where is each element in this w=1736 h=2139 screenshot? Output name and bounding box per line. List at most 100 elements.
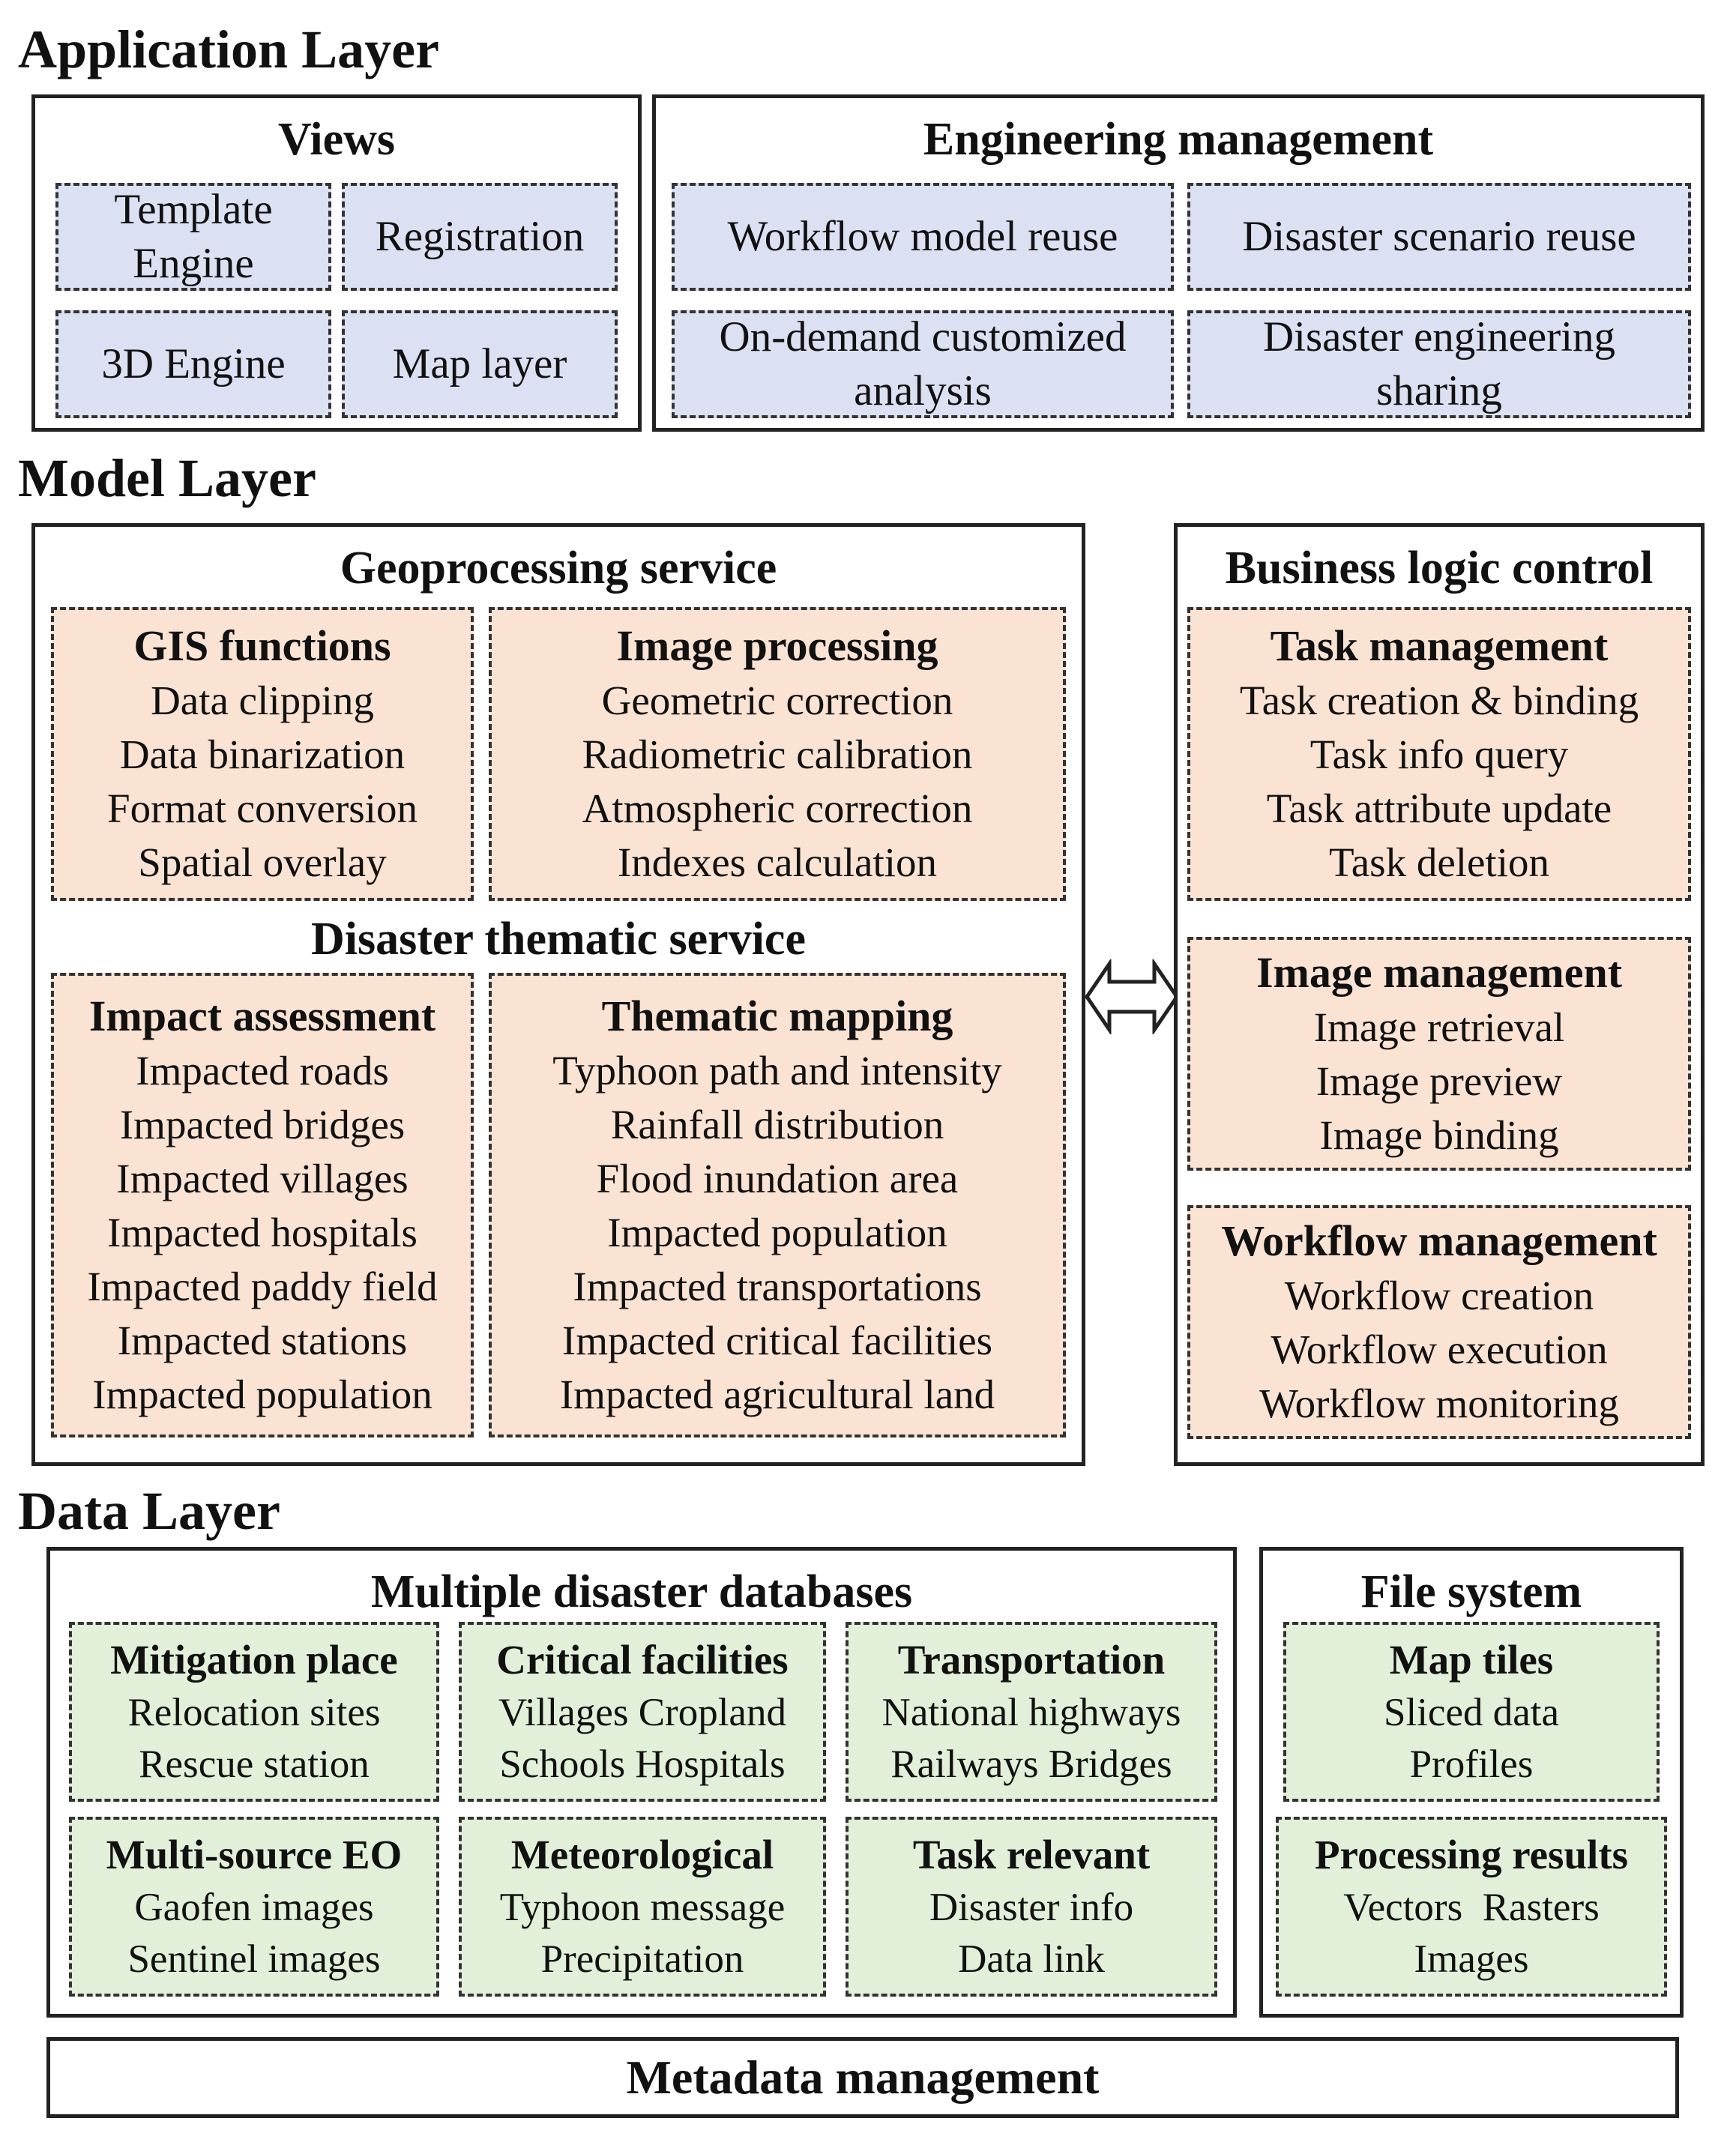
gis-functions-title: GIS functions	[133, 621, 391, 671]
mapping-item: Impacted population	[607, 1209, 947, 1255]
task-item: Task attribute update	[1266, 785, 1612, 831]
database-cell-item: Rescue station	[139, 1743, 370, 1787]
model-layer-title: Model Layer	[18, 448, 316, 508]
thematic-mapping-box: Thematic mapping Typhoon path and intens…	[489, 973, 1066, 1437]
image-processing-title: Image processing	[616, 621, 938, 671]
database-cell-task-relevant: Task relevant Disaster info Data link	[846, 1817, 1217, 1997]
database-cell-title: Meteorological	[510, 1831, 774, 1877]
impact-assessment-title: Impact assessment	[88, 992, 436, 1040]
impact-item: Impacted population	[92, 1371, 433, 1417]
database-cell-transportation: Transportation National highways Railway…	[846, 1622, 1217, 1802]
image-processing-item: Atmospheric correction	[582, 785, 973, 831]
views-item-registration: Registration	[342, 183, 618, 291]
impact-item: Impacted bridges	[119, 1101, 406, 1147]
task-item: Task creation & binding	[1239, 677, 1639, 723]
views-item-label: 3D Engine	[101, 340, 286, 387]
workflow-item: Workflow monitoring	[1259, 1380, 1619, 1426]
impact-item: Impacted paddy field	[87, 1263, 438, 1309]
views-item-label: Template Engine	[114, 185, 273, 287]
impact-item: Impacted villages	[116, 1155, 409, 1201]
mapping-item: Impacted agricultural land	[559, 1371, 995, 1417]
workflow-item: Workflow execution	[1271, 1326, 1608, 1372]
image-management-item: Image binding	[1319, 1111, 1559, 1158]
database-cell-item: National highways	[881, 1690, 1181, 1734]
file-system-title: File system	[1360, 1566, 1582, 1617]
database-cell-meteorological: Meteorological Typhoon message Precipita…	[459, 1817, 826, 1997]
workflow-item: Workflow creation	[1284, 1272, 1594, 1318]
map-tiles-item: Profiles	[1409, 1743, 1534, 1787]
database-cell-item: Railways Bridges	[890, 1743, 1172, 1787]
views-item-map-layer: Map layer	[342, 310, 618, 418]
database-cell-item: Gaofen images	[134, 1885, 374, 1929]
image-management-box: Image management Image retrieval Image p…	[1187, 937, 1691, 1171]
task-item: Task info query	[1309, 731, 1569, 777]
workflow-management-box: Workflow management Workflow creation Wo…	[1187, 1205, 1691, 1439]
database-cell-title: Multi-source EO	[106, 1831, 403, 1877]
databases-title: Multiple disaster databases	[370, 1566, 913, 1617]
database-cell-title: Task relevant	[912, 1831, 1151, 1877]
image-management-item: Image preview	[1315, 1058, 1563, 1104]
gis-item: Data binarization	[119, 731, 406, 777]
image-processing-box: Image processing Geometric correction Ra…	[489, 607, 1066, 901]
gis-item: Spatial overlay	[138, 839, 387, 885]
image-processing-item: Radiometric calibration	[582, 731, 973, 777]
database-cell-item: Schools Hospitals	[499, 1743, 786, 1787]
task-management-title: Task management	[1270, 621, 1609, 671]
views-item-3d-engine: 3D Engine	[55, 310, 331, 418]
processing-results-box: Processing results Vectors Rasters Image…	[1276, 1817, 1667, 1997]
engineering-item-label: Disaster scenario reuse	[1242, 212, 1636, 260]
database-cell-item: Typhoon message	[499, 1885, 786, 1929]
data-layer-title: Data Layer	[18, 1481, 280, 1541]
engineering-item-label: On-demand customized analysis	[719, 313, 1127, 414]
engineering-item-customized-analysis: On-demand customized analysis	[672, 310, 1174, 418]
database-cell-mitigation: Mitigation place Relocation sites Rescue…	[69, 1622, 439, 1802]
database-cell-item: Precipitation	[540, 1937, 744, 1982]
mapping-item: Flood inundation area	[596, 1155, 959, 1201]
database-cell-item: Sentinel images	[127, 1937, 381, 1982]
metadata-management-bar: Metadata management	[46, 2037, 1679, 2118]
database-cell-item: Disaster info	[929, 1885, 1134, 1929]
gis-functions-box: GIS functions Data clipping Data binariz…	[51, 607, 474, 901]
views-item-label: Registration	[375, 212, 585, 260]
engineering-item-engineering-sharing: Disaster engineering sharing	[1187, 310, 1691, 418]
processing-results-item: Images	[1414, 1937, 1529, 1982]
mapping-item: Rainfall distribution	[610, 1101, 944, 1147]
mapping-item: Impacted transportations	[573, 1263, 982, 1309]
mapping-item: Typhoon path and intensity	[552, 1047, 1002, 1093]
thematic-service-title: Disaster thematic service	[311, 914, 806, 965]
gis-item: Data clipping	[151, 677, 374, 723]
impact-item: Impacted hospitals	[107, 1209, 418, 1255]
image-processing-item: Geometric correction	[601, 677, 953, 723]
database-cell-title: Mitigation place	[110, 1636, 398, 1683]
business-logic-title: Business logic control	[1225, 543, 1654, 594]
engineering-item-label: Disaster engineering sharing	[1262, 313, 1616, 414]
processing-results-title: Processing results	[1314, 1831, 1629, 1877]
engineering-item-workflow-reuse: Workflow model reuse	[672, 183, 1174, 291]
image-management-title: Image management	[1256, 948, 1623, 998]
task-management-box: Task management Task creation & binding …	[1187, 607, 1691, 901]
database-cell-title: Critical facilities	[496, 1636, 789, 1683]
database-cell-critical-facilities: Critical facilities Villages Cropland Sc…	[459, 1622, 826, 1802]
database-cell-multi-source-eo: Multi-source EO Gaofen images Sentinel i…	[69, 1817, 439, 1997]
database-cell-item: Villages Cropland	[498, 1690, 786, 1734]
map-tiles-box: Map tiles Sliced data Profiles	[1283, 1622, 1660, 1802]
map-tiles-item: Sliced data	[1384, 1690, 1559, 1734]
geoprocessing-title: Geoprocessing service	[340, 543, 777, 594]
impact-item: Impacted stations	[117, 1317, 408, 1363]
database-cell-item: Relocation sites	[127, 1690, 381, 1734]
double-arrow-icon	[1084, 959, 1180, 1034]
task-item: Task deletion	[1329, 839, 1549, 885]
database-cell-item: Data link	[958, 1937, 1105, 1982]
map-tiles-title: Map tiles	[1389, 1636, 1554, 1683]
mapping-item: Impacted critical facilities	[561, 1317, 993, 1363]
gis-item: Format conversion	[107, 785, 418, 831]
views-item-label: Map layer	[392, 340, 567, 387]
application-layer-title: Application Layer	[18, 19, 440, 79]
image-processing-item: Indexes calculation	[617, 839, 938, 885]
engineering-item-label: Workflow model reuse	[727, 212, 1118, 260]
impact-item: Impacted roads	[136, 1047, 389, 1093]
image-management-item: Image retrieval	[1313, 1004, 1565, 1050]
impact-assessment-box: Impact assessment Impacted roads Impacte…	[51, 973, 474, 1437]
workflow-management-title: Workflow management	[1221, 1216, 1657, 1266]
database-cell-title: Transportation	[897, 1636, 1166, 1683]
